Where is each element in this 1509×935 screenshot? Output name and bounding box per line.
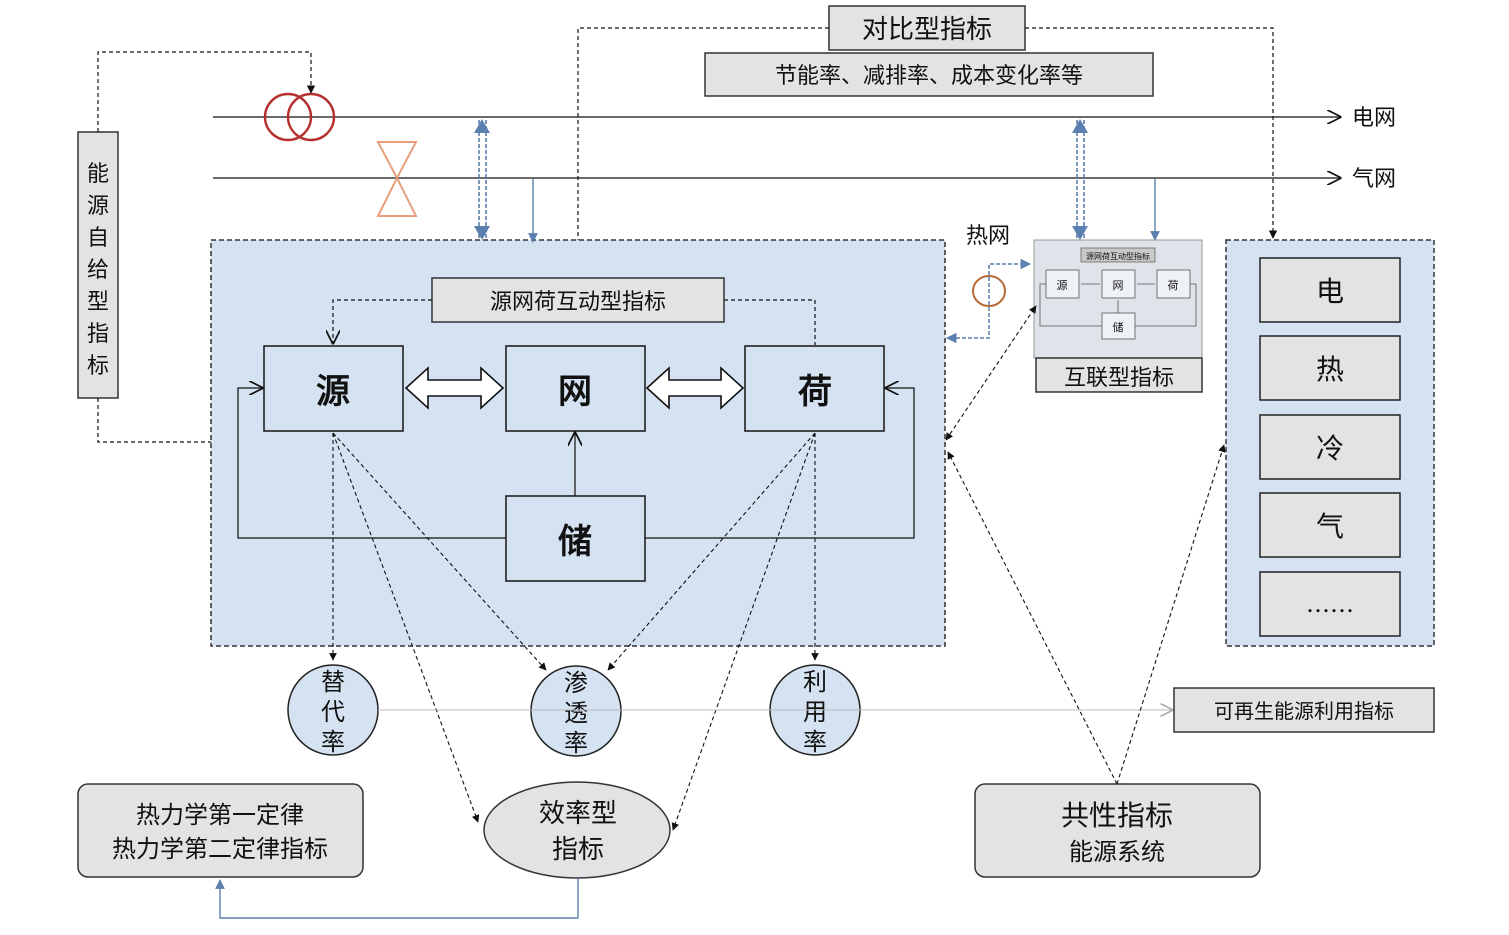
storage-to-load-link	[645, 388, 915, 539]
self-supply-char: 能	[87, 162, 109, 187]
contrast-sub: 节能率、减排率、成本变化率等	[775, 64, 1083, 89]
heat-network-label: 热网	[966, 224, 1010, 249]
contrast-title: 对比型指标	[862, 15, 992, 45]
efficiency-line2: 指标	[552, 835, 604, 865]
common-to-hub-link	[947, 451, 1118, 785]
interconnect-hub-link	[945, 305, 1037, 441]
common-line2: 能源系统	[1069, 838, 1165, 866]
contrast-sub-box	[704, 52, 1154, 97]
contrast-link-left	[577, 27, 829, 240]
thumbnail-title: 源网荷互动型指标	[1086, 251, 1150, 261]
self-supply-char: 给	[87, 258, 109, 283]
load-label: 荷	[798, 372, 832, 412]
interaction-link-left	[333, 299, 432, 343]
thermo-line1: 热力学第一定律	[136, 801, 304, 829]
substitution-char: 率	[321, 728, 345, 756]
load-box	[744, 345, 885, 432]
thumbnail-storage: 储	[1113, 320, 1124, 334]
source-to-efficiency	[332, 432, 480, 823]
self-supply-link-bottom	[97, 398, 211, 443]
contrast-link-right	[1025, 27, 1278, 239]
renewable-label: 可再生能源利用指标	[1214, 699, 1394, 723]
self-supply-char: 型	[87, 290, 109, 315]
common-to-energy-link	[1116, 444, 1226, 785]
hub-power-exchange-arrow	[474, 119, 490, 240]
self-supply-char: 指	[87, 322, 109, 347]
gas-valve-icon	[376, 141, 418, 217]
grid-load-double-arrow	[645, 366, 745, 410]
interconnect-caption: 互联型指标	[1064, 366, 1174, 391]
utilization-char: 利	[803, 668, 827, 696]
common-line1: 共性指标	[1061, 799, 1173, 832]
energy-box	[1259, 492, 1401, 558]
energy-box	[1259, 414, 1401, 480]
power-network-label: 电网	[1352, 106, 1396, 131]
energy-label: 电	[1316, 275, 1344, 308]
self-supply-char: 标	[87, 354, 109, 379]
penetration-char: 率	[564, 729, 588, 757]
interconnect-power-exchange-arrow	[1072, 119, 1088, 240]
load-to-penetration	[607, 432, 816, 671]
energy-box	[1259, 335, 1401, 401]
grid-label: 网	[558, 372, 592, 412]
penetration-char: 透	[564, 699, 588, 727]
self-supply-char: 源	[87, 194, 109, 219]
energy-label: 热	[1316, 353, 1344, 386]
interaction-indicator-label: 源网荷互动型指标	[490, 290, 666, 315]
self-supply-link-top	[97, 51, 316, 132]
thumbnail-source: 源	[1057, 278, 1068, 292]
grid-box	[505, 345, 646, 432]
gas-network-label: 气网	[1352, 167, 1396, 192]
substitution-char: 替	[321, 668, 345, 696]
interaction-link-right	[724, 299, 816, 345]
source-box	[263, 345, 404, 432]
utilization-char: 率	[803, 728, 827, 756]
penetration-rate-circle	[530, 665, 622, 757]
thermo-box	[77, 783, 364, 878]
energy-box	[1259, 571, 1401, 637]
self-supply-char: 自	[87, 226, 109, 251]
penetration-char: 渗	[564, 669, 588, 697]
utilization-char: 用	[803, 698, 827, 726]
thumbnail-load: 荷	[1168, 279, 1179, 292]
transformer-icon	[263, 92, 336, 142]
storage-label: 储	[558, 522, 592, 562]
energy-box	[1259, 257, 1401, 323]
thermo-line2: 热力学第二定律指标	[112, 835, 328, 863]
renewable-box	[1173, 687, 1435, 733]
source-label: 源	[316, 372, 350, 412]
energy-label: 气	[1316, 510, 1344, 543]
efficiency-ellipse	[483, 781, 671, 879]
efficiency-line1: 效率型	[539, 799, 617, 829]
interconnect-thumbnail: 源网荷互动型指标 源 网 荷 储	[1033, 239, 1203, 359]
thumbnail-grid: 网	[1113, 279, 1124, 292]
efficiency-to-thermo-link	[215, 878, 579, 919]
substitution-char: 代	[321, 698, 345, 726]
energy-label: 冷	[1316, 432, 1344, 465]
energy-label: ……	[1306, 590, 1354, 618]
interaction-indicator-box	[431, 277, 725, 323]
load-to-efficiency	[671, 432, 816, 831]
source-grid-double-arrow	[404, 366, 505, 410]
